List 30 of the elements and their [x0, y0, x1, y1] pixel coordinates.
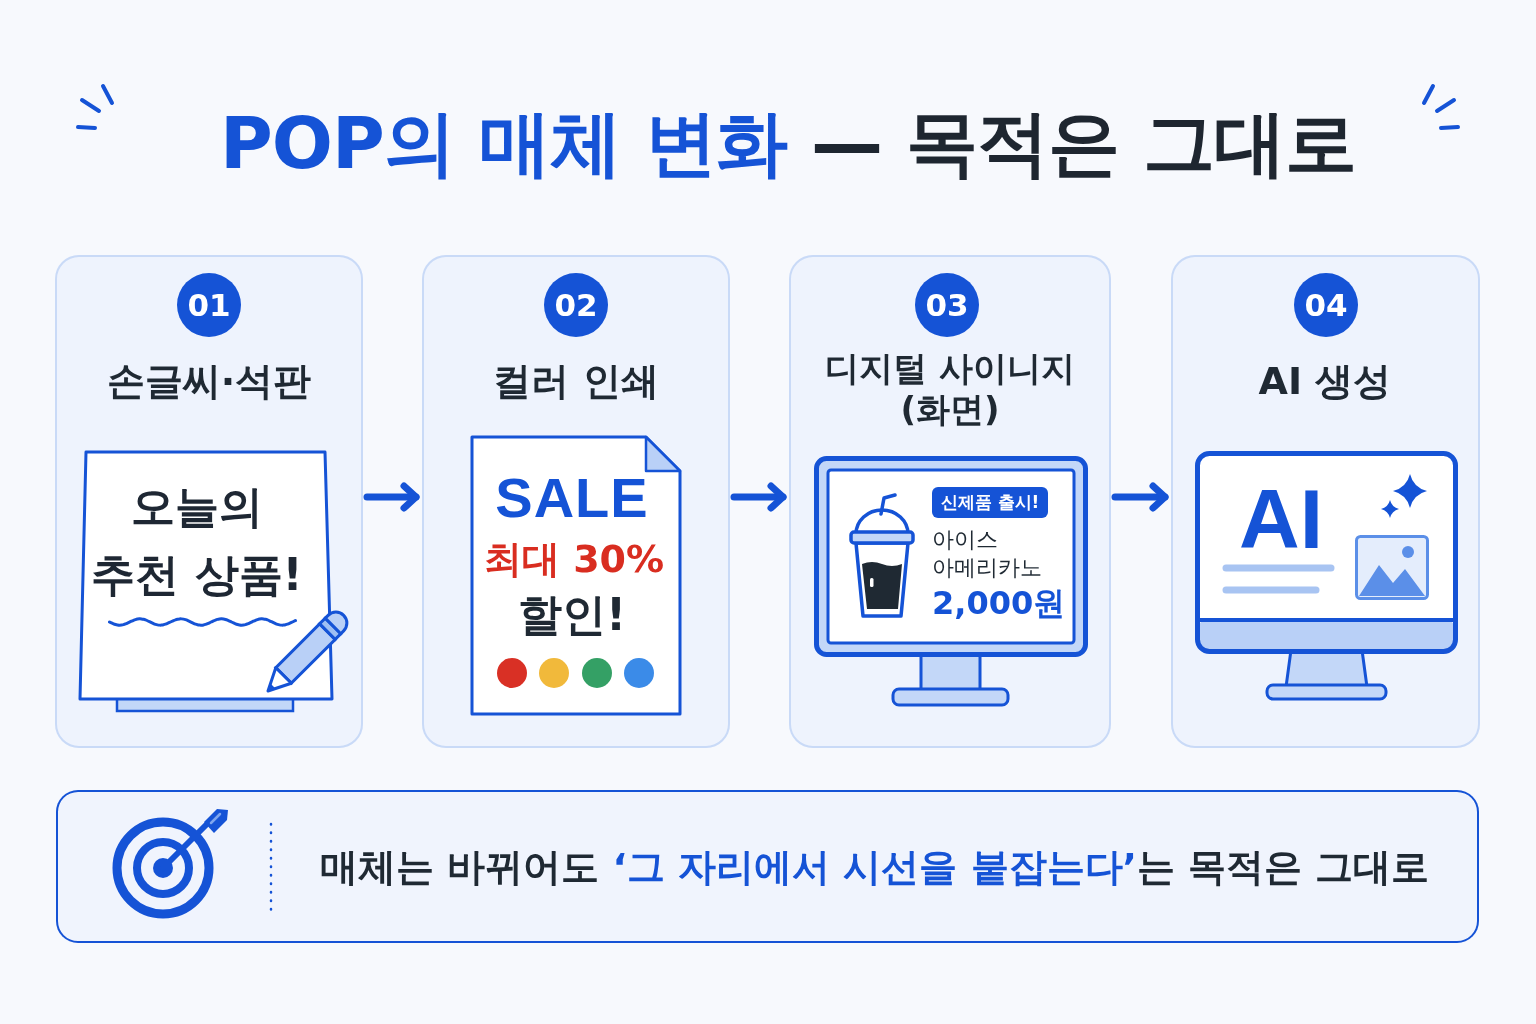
- message-banner: [56, 790, 1479, 943]
- signage-monitor: [814, 456, 1088, 707]
- step-number: 03: [915, 273, 979, 337]
- handwritten-text: 오늘의 추천 상품!: [90, 480, 304, 602]
- sale-poster: [470, 435, 682, 716]
- step-number: 02: [544, 273, 608, 337]
- product-name: 아이스 아메리카노: [932, 526, 1043, 582]
- step-card: [422, 255, 730, 748]
- arrow: [1111, 482, 1169, 512]
- message-text: 매체는 바뀌어도 ‘그 자리에서 시선을 붙잡는다’는 목적은 그대로: [320, 845, 1430, 889]
- step-title: 디지털 사이니지 (화면): [824, 348, 1076, 430]
- arrow: [730, 482, 787, 512]
- computer-monitor: [1195, 451, 1458, 700]
- step-card: [789, 255, 1111, 748]
- step-card: [55, 255, 363, 748]
- ai-text: AI: [1239, 477, 1323, 561]
- price-text: 2,000원: [932, 586, 1066, 622]
- step-title: 컬러 인쇄: [493, 359, 659, 405]
- discount-text: 최대 30%: [483, 539, 665, 581]
- sale-heading: SALE: [495, 470, 649, 526]
- arrow: [363, 482, 420, 512]
- promo-text: 할인!: [517, 591, 627, 640]
- step-title: AI 생성: [1258, 359, 1392, 405]
- step-number: 01: [177, 273, 241, 337]
- step-title: 손글씨·석판: [106, 359, 312, 405]
- step-card: [1171, 255, 1480, 748]
- new-product-tag: 신제품 출시!: [932, 487, 1048, 518]
- title: POP의 매체 변화 — 목적은 그대로: [219, 100, 1357, 187]
- step-number: 04: [1294, 273, 1358, 337]
- handwritten-board: [79, 450, 333, 714]
